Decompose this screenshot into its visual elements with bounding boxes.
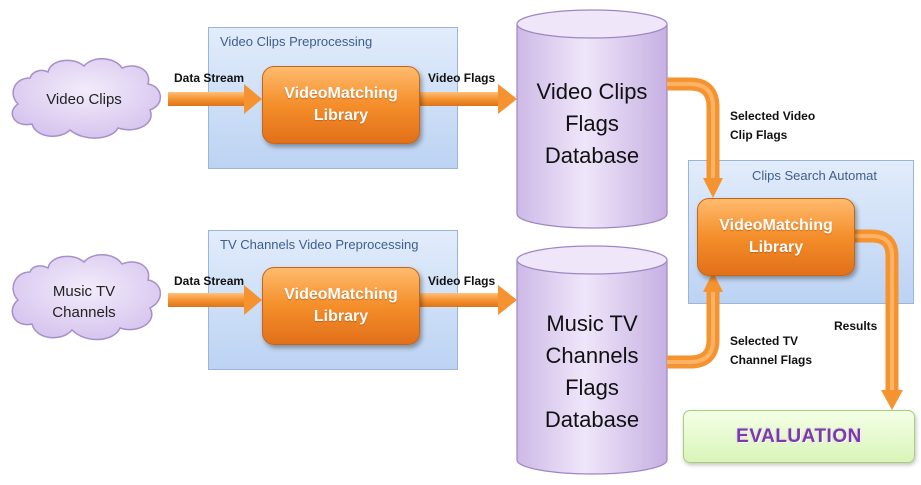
- video-flags-label-bottom: Video Flags: [428, 274, 496, 288]
- results-arrow: [852, 229, 903, 410]
- videomatching-library-search: VideoMatching Library: [697, 198, 855, 276]
- selected-video-clip-flags-label: Selected Video Clip Flags: [730, 109, 816, 142]
- results-label: Results: [834, 319, 878, 333]
- selected-tv-channel-flags-label: Selected TV Channel Flags: [730, 334, 813, 367]
- music-tv-channels-flags-database-cylinder: [516, 245, 668, 475]
- selected-video-clip-flags-arrow: [667, 77, 723, 198]
- music-tv-channels-flags-database-label: Music TV Channels Flags Database: [544, 311, 640, 432]
- music-tv-channels-cloud: [11, 254, 161, 341]
- selected-tv-channel-flags-arrow: [667, 272, 723, 369]
- video-clips-flags-database-label: Video Clips Flags Database: [536, 79, 648, 168]
- tv-channels-preprocessing-title: TV Channels Video Preprocessing: [220, 237, 419, 252]
- video-clips-source-label: Video Clips: [46, 91, 122, 108]
- videomatching-library-bottom: VideoMatching Library: [262, 267, 420, 345]
- video-clips-preprocessing-title: Video Clips Preprocessing: [220, 34, 373, 49]
- data-stream-label-bottom: Data Stream: [174, 274, 245, 288]
- data-stream-label-top: Data Stream: [174, 71, 245, 85]
- data-stream-arrow-bottom: [168, 285, 262, 315]
- clips-search-automat-title: Clips Search Automat: [752, 168, 878, 183]
- data-stream-arrow-top: [168, 84, 262, 114]
- video-flags-arrow-bottom: [418, 285, 517, 315]
- video-clips-cloud: [11, 58, 161, 139]
- evaluation-box: EVALUATION: [683, 410, 915, 463]
- video-flags-label-top: Video Flags: [428, 71, 496, 85]
- videomatching-library-top: VideoMatching Library: [262, 66, 420, 144]
- music-tv-channels-source-label: Music TV Channels: [52, 283, 116, 321]
- video-flags-arrow-top: [418, 84, 517, 114]
- video-clips-flags-database-cylinder: [516, 9, 668, 229]
